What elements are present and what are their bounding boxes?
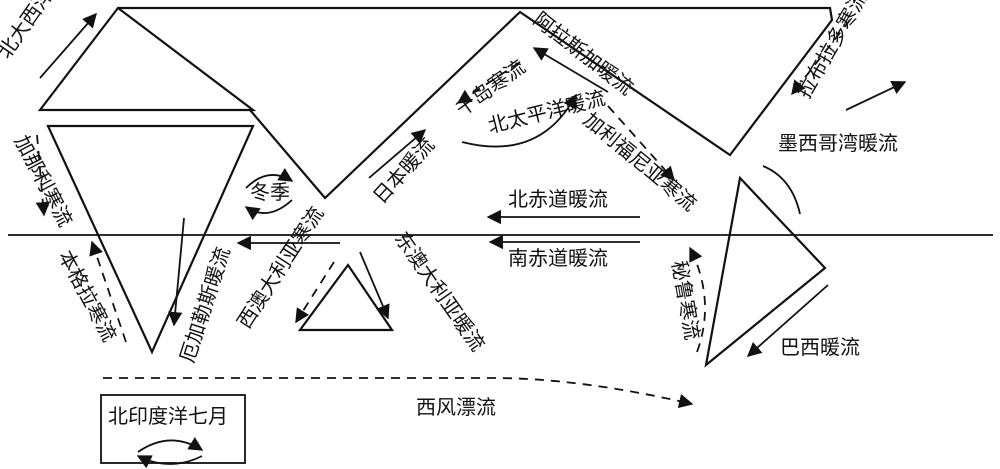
- label-east-australian-warm: 东澳大利亚暖流: [390, 227, 490, 355]
- winter-arrow-bottom: [244, 199, 293, 221]
- label-west-australian-cold: 西澳大利亚寒流: [232, 202, 328, 332]
- gulf-stream-ne-arrow: [845, 81, 907, 111]
- benguela-cold-arrow: [89, 240, 127, 343]
- peru-cold-arrow: [689, 246, 706, 353]
- alaska-warm-arrow: [532, 47, 609, 93]
- label-west-wind-drift: 西风漂流: [416, 395, 496, 419]
- landmass-asia-north-america: [118, 6, 834, 200]
- west-australian-cold-arrow: [295, 261, 335, 324]
- japan-warm-arrow: [368, 129, 427, 179]
- label-north-indian-july: 北印度洋七月: [108, 404, 228, 428]
- label-gulf-stream-warm: 墨西哥湾暖流: [778, 131, 898, 155]
- california-cold-arrow: [607, 105, 675, 182]
- label-south-equatorial-warm: 南赤道暖流: [508, 246, 608, 270]
- landmass-australia: [297, 263, 395, 332]
- july-arrow-bottom: [136, 455, 203, 469]
- label-benguela-cold: 本格拉寒流: [54, 246, 122, 346]
- label-brazil-warm: 巴西暖流: [780, 335, 860, 359]
- gulf-stream-warm-arrow: [762, 165, 801, 215]
- east-australian-warm-arrow: [359, 251, 390, 320]
- july-arrow-top: [137, 437, 204, 453]
- landmass-europe: [37, 6, 257, 112]
- winter-arrow-top: [245, 168, 294, 189]
- kuril-cold-arrow: [456, 61, 521, 104]
- label-canary-cold: 加那利寒流: [10, 131, 78, 231]
- brazil-warm-arrow: [746, 284, 829, 357]
- label-alaska-warm: 阿拉斯加暖流: [529, 7, 638, 100]
- north-pacific-warm-arrow: [461, 93, 577, 148]
- west-wind-drift-arrow: [103, 377, 694, 409]
- canary-cold-arrow: [35, 134, 51, 217]
- label-north-atlantic-warm: 北大西洋暖流: [0, 0, 81, 63]
- label-winter: 冬季: [250, 180, 290, 204]
- north-atlantic-warm-arrow: [39, 12, 97, 79]
- label-agulhas-warm: 厄加勒斯暖流: [175, 244, 235, 366]
- label-north-equatorial-warm: 北赤道暖流: [508, 187, 608, 211]
- north-indian-july-box: [100, 394, 246, 464]
- agulhas-warm-arrow: [168, 217, 185, 327]
- landmass-africa: [46, 124, 255, 355]
- landmass-south-america: [704, 175, 827, 368]
